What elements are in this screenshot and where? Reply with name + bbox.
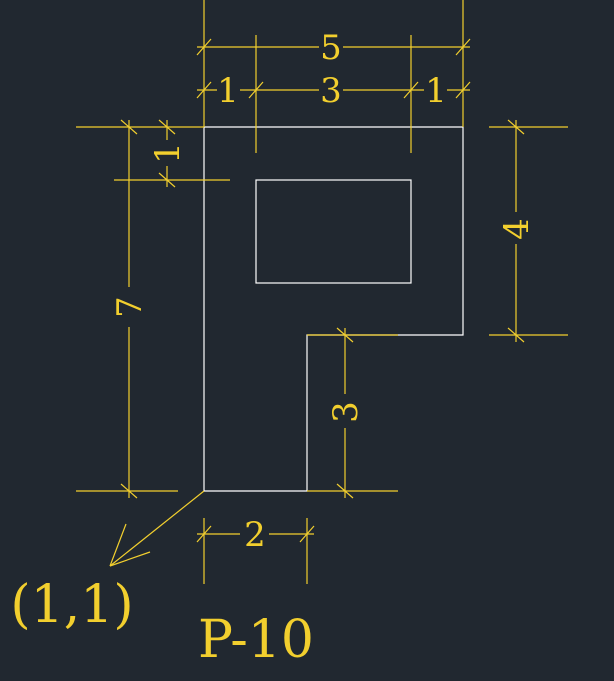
dim-overall-width: 5: [320, 28, 342, 68]
dim-stem-width: 2: [244, 515, 266, 555]
outer-profile: [203, 126, 464, 492]
dim-upper-height: 4: [497, 218, 537, 240]
dimension-labels: 5 1 3 1 1 7 4 3 2: [110, 28, 537, 555]
part-label: P-10: [198, 610, 314, 670]
origin-label: (1,1): [10, 575, 133, 635]
dim-top-offset: 1: [148, 142, 188, 164]
dim-hole-width: 3: [320, 71, 342, 111]
dim-left-margin: 1: [217, 71, 239, 111]
dim-overall-height: 7: [110, 296, 150, 318]
rectangular-hole: [255, 179, 412, 284]
dim-lower-height: 3: [326, 401, 366, 423]
dim-right-margin: 1: [425, 71, 447, 111]
dimension-lines: [76, 0, 568, 584]
part-outline: [203, 126, 464, 492]
